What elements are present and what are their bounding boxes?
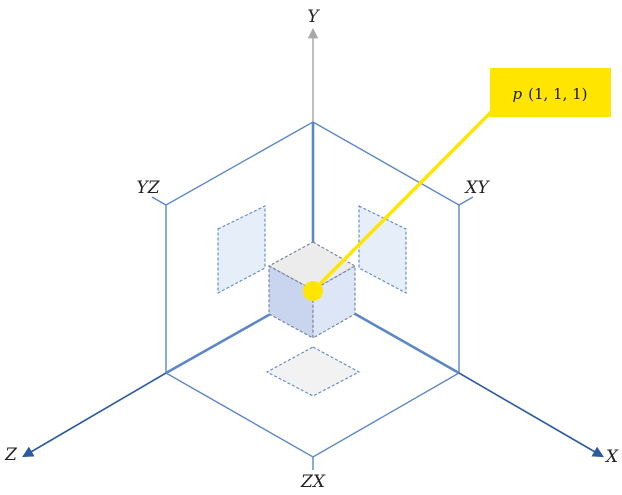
yz-projection-panel — [217, 205, 266, 294]
tick-yz — [151, 196, 167, 206]
x-axis-label: X — [604, 447, 619, 467]
z-axis-label: Z — [4, 445, 18, 465]
cube-right-face — [312, 265, 356, 339]
point-p-marker — [303, 281, 323, 301]
zx-plane-label: ZX — [300, 472, 326, 492]
xy-projection-panel — [358, 205, 407, 294]
z-axis — [22, 372, 167, 458]
point-callout-label: p (1, 1, 1) — [512, 85, 587, 103]
xy-plane-label: XY — [463, 178, 490, 198]
unit-cube — [267, 241, 357, 339]
point-symbol: p — [512, 85, 522, 103]
point-coordinates: (1, 1, 1) — [528, 85, 587, 103]
point-callout-box — [490, 68, 611, 117]
zx-projection-panel — [265, 346, 361, 397]
yz-plane-label: YZ — [136, 178, 160, 198]
cube-left-face — [268, 265, 314, 339]
x-axis — [458, 372, 604, 458]
y-axis-label: Y — [307, 7, 320, 27]
tick-xy — [458, 196, 474, 206]
callout-leader-line — [311, 94, 509, 293]
